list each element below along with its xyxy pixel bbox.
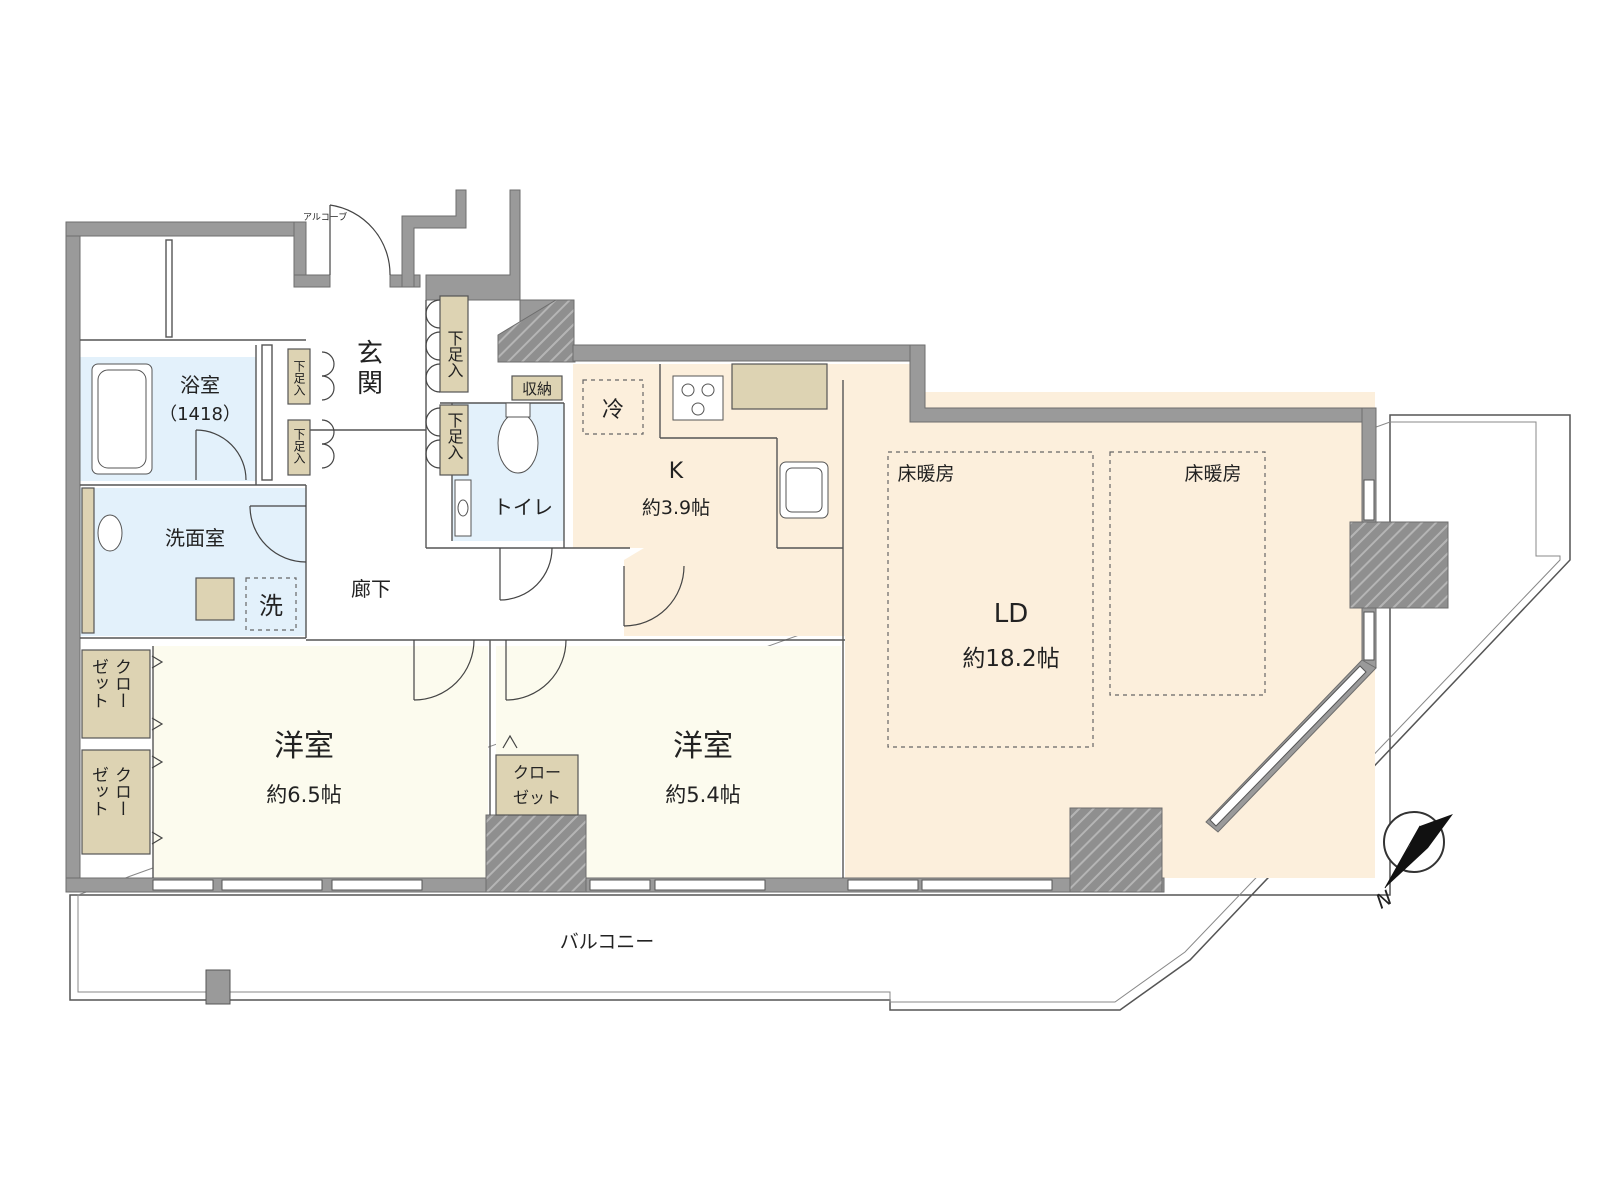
closet2-label-col1: クロー [111, 766, 131, 817]
wall-north-notch [401, 189, 467, 288]
ld-main-area [845, 392, 1375, 878]
wall-north-left [65, 221, 307, 237]
stove [672, 375, 724, 421]
window-south-7 [921, 879, 1053, 891]
wall-north-stair [425, 189, 521, 301]
wash-shelf [195, 577, 235, 621]
window-south-1 [152, 879, 214, 891]
washer-label: 洗 [259, 592, 283, 620]
fridge-space [582, 379, 644, 435]
bathroom-label: 浴室 [180, 373, 220, 397]
washroom-label: 洗面室 [165, 526, 225, 550]
window-south-4 [589, 879, 651, 891]
closet1-label-col1: クロー [111, 658, 131, 709]
burner-1 [681, 383, 695, 397]
room1-label: 洋室 [274, 729, 334, 764]
window-east-1 [1363, 479, 1375, 521]
wall-west [65, 221, 81, 886]
closet-bedroom2 [495, 754, 579, 816]
window-south-3 [331, 879, 423, 891]
floor-heating-label-2: 床暖房 [1184, 463, 1241, 485]
window-east-diagonal [1209, 665, 1367, 827]
kitchen-sink [779, 461, 829, 519]
kitchen-size-label: 約3.9帖 [642, 497, 710, 519]
floor-heating-zone-2 [1109, 451, 1266, 696]
storage-cabinet [511, 375, 563, 401]
alcove-label: アルコーブ [303, 211, 347, 223]
wall-north-alcove-bottom [293, 274, 331, 288]
closet1-label-col2: ゼット [88, 658, 108, 709]
shoe-cabinet-label-4: 下足入 [445, 412, 464, 460]
shoe-cabinet-2 [287, 419, 311, 476]
storage-label: 収納 [522, 380, 552, 398]
toilet-sink-bowl [457, 499, 469, 517]
toilet-sink [454, 479, 472, 537]
ld-label: LD [994, 599, 1029, 629]
window-south-5 [654, 879, 766, 891]
room2-label: 洋室 [673, 729, 733, 764]
bedroom-1-area [153, 646, 488, 878]
entrance-label-char2: 関 [357, 369, 383, 399]
column-south-east [1069, 807, 1163, 893]
ld-size-label: 約18.2帖 [962, 646, 1059, 672]
floor-heating-label-1: 床暖房 [897, 463, 954, 485]
entrance-label-char1: 玄 [357, 339, 383, 369]
wash-basin-counter [81, 487, 95, 634]
balcony-column [205, 969, 231, 1005]
wall-kitchen-ld-step [909, 344, 1376, 423]
closet-bedroom1-b [81, 749, 151, 855]
shoe-cabinet-3 [439, 295, 469, 393]
kitchen-sink-inner [785, 467, 823, 513]
storage-room-2 [172, 240, 294, 337]
floor-heating-zone-1 [887, 451, 1094, 748]
compass-label: N [1372, 885, 1397, 913]
wall-kitchen-north [572, 344, 924, 362]
shoe-cabinet-1 [287, 348, 311, 405]
compass [1383, 811, 1453, 889]
kitchen-label: K [669, 459, 684, 484]
room1-size-label: 約6.5帖 [266, 783, 341, 807]
closet3-label-line1: クロー [513, 763, 561, 782]
fridge-label: 冷 [602, 398, 624, 423]
shelf-bath [261, 344, 273, 481]
toilet-bowl [497, 412, 539, 474]
burner-3 [691, 402, 705, 416]
toilet-label: トイレ [493, 495, 553, 519]
compass-needle [1385, 814, 1453, 888]
closet3-label-line2: ゼット [513, 788, 561, 807]
washroom-area [80, 488, 306, 636]
window-east-2 [1363, 611, 1375, 661]
column-north [497, 299, 575, 363]
doors [151, 204, 685, 845]
closet2-label-col2: ゼット [88, 766, 108, 817]
storage-divider [165, 239, 173, 338]
column-south-middle [485, 814, 587, 893]
wash-basin [97, 514, 123, 552]
bathtub-inner [97, 369, 147, 469]
bath-size-label: （1418） [159, 404, 241, 425]
closet-bedroom1-a [81, 649, 151, 739]
bathtub [91, 363, 153, 475]
kitchen-counter [731, 363, 828, 410]
hallway-label: 廊下 [351, 577, 391, 601]
room2-size-label: 約5.4帖 [665, 783, 740, 807]
shoe-cabinet-label-1: 下足入 [292, 360, 306, 396]
column-east [1349, 521, 1449, 609]
balcony-label: バルコニー [560, 931, 655, 953]
shoe-cabinet-4 [439, 404, 469, 476]
shoe-cabinet-label-2: 下足入 [292, 428, 306, 464]
compass-needle-back [1384, 825, 1421, 889]
washer-space [245, 577, 297, 631]
window-south-6 [847, 879, 919, 891]
window-south-2 [221, 879, 323, 891]
shoe-cabinet-label-3: 下足入 [445, 330, 464, 378]
storage-room-1 [80, 240, 166, 337]
burner-2 [701, 383, 715, 397]
toilet-tank [505, 402, 531, 418]
